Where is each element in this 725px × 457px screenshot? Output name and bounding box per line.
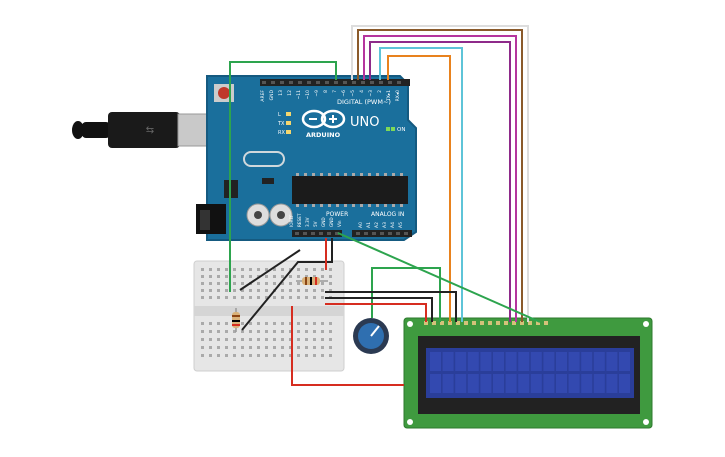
- analog-pin-label: A1: [366, 222, 372, 228]
- digital-pin-label: ~9: [314, 90, 320, 97]
- dc-power-jack: [196, 204, 226, 234]
- digital-pin-label: RX◂0: [395, 90, 401, 101]
- resistor-icon: [296, 277, 328, 285]
- digital-pin-label: ~3: [368, 90, 374, 97]
- power-pin-label: 3.3V: [305, 217, 310, 227]
- analog-pin-label: A3: [382, 222, 388, 228]
- analog-pin-label: A5: [398, 222, 404, 228]
- digital-pin-label: ~11: [296, 90, 302, 100]
- digital-pin-label: ~5: [350, 90, 356, 97]
- digital-pin-label: 7: [332, 90, 338, 93]
- crystal-oscillator: [243, 151, 285, 167]
- digital-pin-label: ~6: [341, 90, 347, 97]
- power-header: [292, 230, 342, 237]
- digital-pin-label: 13: [278, 90, 284, 96]
- led-label: L: [278, 112, 281, 118]
- led-label: RX: [278, 130, 285, 136]
- microcontroller-chip: [292, 173, 408, 207]
- arduino-logo: [301, 109, 346, 129]
- usb-cable-icon: ⇆: [72, 112, 213, 148]
- digital-pin-label: 4: [359, 90, 365, 93]
- status-leds: L TX RX: [277, 112, 291, 136]
- resistor-icon: [232, 308, 240, 332]
- analog-pin-label: A0: [358, 222, 364, 228]
- brand-label: ARDUINO: [306, 131, 341, 139]
- analog-pin-label: A4: [390, 222, 396, 228]
- capacitor-icon: [246, 203, 293, 227]
- digital-pin-label: 12: [287, 90, 293, 96]
- on-label: ON: [397, 127, 405, 133]
- power-led-icon: [386, 127, 395, 131]
- power-pin-label: GND: [329, 217, 334, 227]
- digital-pin-label: AREF: [260, 90, 266, 102]
- led-label: TX: [277, 121, 285, 127]
- digital-label: DIGITAL (PWM~): [337, 98, 391, 106]
- power-pin-label: RESET: [297, 213, 302, 227]
- wire-bundle: [351, 25, 529, 322]
- power-pin-label: IOREF: [289, 214, 294, 227]
- power-label: POWER: [326, 211, 348, 218]
- analog-label: ANALOG IN: [371, 211, 404, 218]
- power-wires: [291, 238, 427, 386]
- svg-text:⇆: ⇆: [146, 125, 154, 136]
- potentiometer-knob-icon[interactable]: [353, 318, 389, 354]
- mini-breadboard: [193, 260, 345, 372]
- lcd-16x2: [403, 317, 653, 429]
- ground-wires: [239, 238, 457, 331]
- analog-pin-label: A2: [374, 222, 380, 228]
- power-pin-label: Vin: [337, 220, 342, 227]
- power-pin-label: 5V: [313, 221, 318, 227]
- digital-pin-label: ~10: [305, 90, 311, 100]
- digital-pin-label: 8: [323, 90, 329, 93]
- digital-pin-label: GND: [269, 89, 275, 100]
- power-pin-label: GND: [321, 217, 326, 227]
- model-label: UNO: [350, 115, 379, 130]
- digital-pin-label: TX▸1: [386, 90, 392, 102]
- digital-pin-label: 2: [377, 90, 383, 93]
